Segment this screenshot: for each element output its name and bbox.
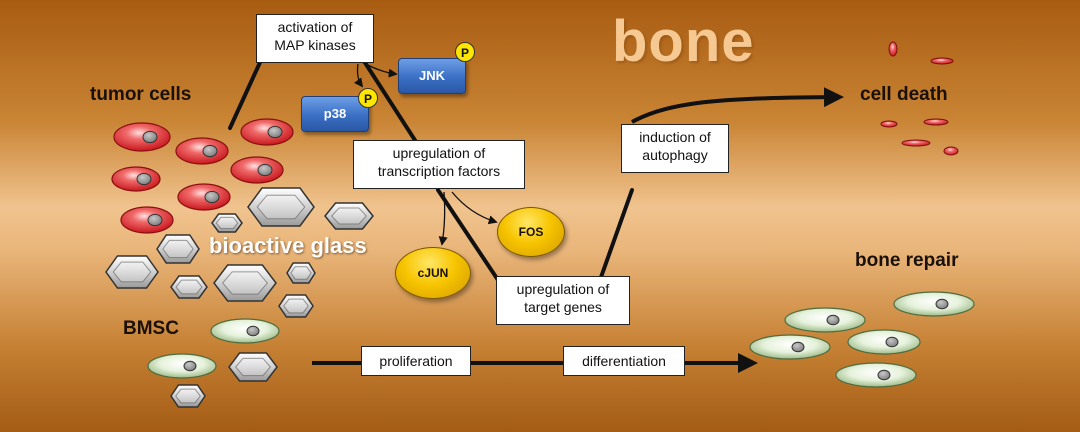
repair-cell-2 bbox=[893, 291, 975, 317]
glass-particle-4-facet bbox=[162, 239, 194, 259]
glass-particle-11-facet bbox=[175, 388, 201, 404]
dying-cell-5 bbox=[901, 139, 931, 147]
cell-death-label: cell death bbox=[860, 84, 948, 105]
autophagy-to-death-arrow bbox=[631, 87, 844, 124]
glass-particle-1-facet bbox=[256, 194, 306, 220]
glass-particle-5 bbox=[105, 255, 159, 289]
tumor-cell-3-nucleus bbox=[267, 125, 283, 139]
bmsc-label: BMSC bbox=[123, 318, 179, 339]
fos-factor: FOS bbox=[497, 207, 565, 257]
activation-box: activation of MAP kinases bbox=[256, 14, 374, 63]
glass-particle-10-facet bbox=[235, 357, 271, 377]
repair-cell-4-nucleus bbox=[885, 336, 899, 348]
bmsc-cell-1-nucleus bbox=[246, 325, 260, 337]
upregulation-genes-box: upregulation of target genes bbox=[496, 276, 630, 325]
bone-repair-label: bone repair bbox=[855, 250, 959, 271]
dying-cell-2 bbox=[930, 57, 954, 65]
tumor-cells-label: tumor cells bbox=[90, 84, 192, 105]
bmsc-cell-2-nucleus bbox=[183, 360, 197, 372]
glass-particle-10 bbox=[228, 352, 278, 382]
bmsc-cell-2 bbox=[147, 353, 217, 379]
dying-cell-3 bbox=[880, 120, 898, 128]
tumor-cell-1-nucleus bbox=[142, 130, 158, 144]
dying-cell-4 bbox=[923, 118, 949, 126]
arrow-to-p38 bbox=[353, 63, 364, 88]
p38-phospho-icon: P bbox=[358, 88, 378, 108]
glass-particle-6 bbox=[213, 264, 277, 302]
tumor-cell-7 bbox=[120, 206, 174, 234]
repair-cell-5-nucleus bbox=[877, 369, 891, 381]
tumor-cell-5 bbox=[111, 166, 161, 192]
glass-particle-8-facet bbox=[290, 266, 312, 280]
glass-particle-6-facet bbox=[222, 271, 268, 295]
cjun-factor: cJUN bbox=[395, 247, 471, 299]
repair-cell-2-nucleus bbox=[935, 298, 949, 310]
jnk-kinase: JNK bbox=[398, 58, 466, 94]
tumor-cell-1 bbox=[113, 122, 171, 152]
upregulation-tf-box: upregulation of transcription factors bbox=[353, 140, 525, 189]
tumor-cell-7-nucleus bbox=[147, 213, 163, 227]
dying-cell-1 bbox=[888, 41, 898, 57]
tumor-cell-2-nucleus bbox=[202, 144, 218, 158]
tumor-cell-5-nucleus bbox=[136, 172, 152, 186]
repair-cell-4 bbox=[847, 329, 921, 355]
arrow-to-cjun bbox=[438, 191, 448, 246]
cell-icons bbox=[105, 41, 975, 408]
p38-kinase: p38 bbox=[301, 96, 369, 132]
tumor-cell-3 bbox=[240, 118, 294, 146]
autophagy-box: induction of autophagy bbox=[621, 124, 729, 173]
repair-cell-1-nucleus bbox=[826, 314, 840, 326]
dying-cell-6 bbox=[943, 146, 959, 156]
glass-particle-5-facet bbox=[112, 261, 152, 283]
tumor-cell-6-nucleus bbox=[204, 190, 220, 204]
repair-cell-3 bbox=[749, 334, 831, 360]
arrow-to-fos bbox=[451, 191, 498, 225]
proliferation-box: proliferation bbox=[361, 346, 471, 376]
jnk-phospho-icon: P bbox=[455, 42, 475, 62]
glass-particle-7-facet bbox=[175, 279, 203, 295]
tumor-cell-2 bbox=[175, 137, 229, 165]
differentiation-box: differentiation bbox=[563, 346, 685, 376]
bmsc-cell-1 bbox=[210, 318, 280, 344]
glass-particle-9-facet bbox=[283, 298, 309, 314]
glass-particle-2 bbox=[324, 202, 374, 230]
repair-cell-1 bbox=[784, 307, 866, 333]
tumor-cell-4 bbox=[230, 156, 284, 184]
glass-particle-3-facet bbox=[215, 216, 239, 230]
arrow-to-jnk bbox=[361, 61, 398, 78]
diagram-title: bone bbox=[612, 9, 755, 74]
tumor-cell-4-nucleus bbox=[257, 163, 273, 177]
repair-cell-5 bbox=[835, 362, 917, 388]
bioactive-glass-label: bioactive glass bbox=[209, 233, 367, 258]
tumor-cell-6 bbox=[177, 183, 231, 211]
repair-cell-3-nucleus bbox=[791, 341, 805, 353]
glass-particle-2-facet bbox=[331, 207, 367, 225]
pathway-curve bbox=[228, 56, 634, 282]
